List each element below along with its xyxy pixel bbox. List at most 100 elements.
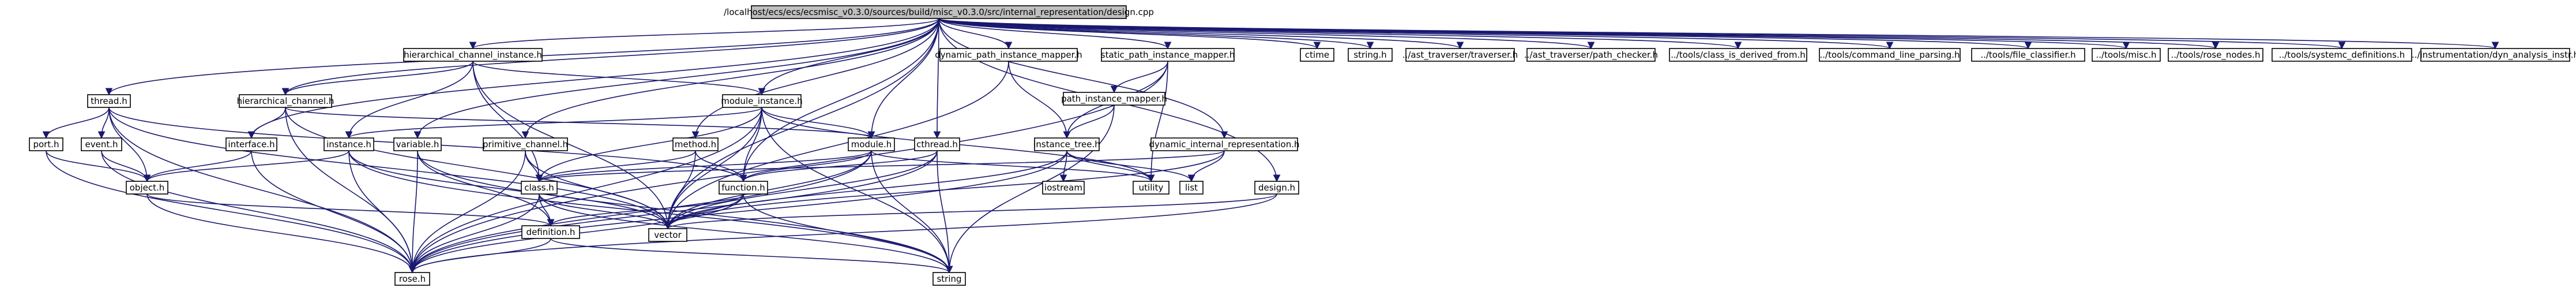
edge-module-h-to-string [871,150,953,274]
edge-hier-chan-inst-h-to-hier-chan-h [281,61,473,96]
node-event-h[interactable]: event.h [81,137,122,151]
nodes-layer: /localhost/ecs/ecs/ecsmisc_v0.3.0/source… [29,5,2576,286]
node-box [126,181,168,195]
node-instance-tree-h[interactable]: instance_tree.h [1033,137,1100,151]
node-thread-h[interactable]: thread.h [87,94,131,108]
node-interface-h[interactable]: interface.h [225,137,277,151]
edge-dyn-internal-rep-h-to-vector [664,150,1225,230]
node-instr-dyn[interactable]: ../instrumentation/dyn_analysis_instr.h [2412,48,2576,62]
edge-module-h-to-function-h [739,150,872,182]
node-variable-h[interactable]: variable.h [393,137,442,151]
node-design-h[interactable]: design.h [1254,181,1299,195]
edge-dyn-internal-rep-h-to-class-h [536,150,1225,182]
edge-static-path-mapper-h-to-rose-h [408,61,1168,274]
node-label: thread.h [91,96,127,106]
node-hier-chan-h[interactable]: hierarchical_channel.h [237,94,334,108]
node-dyn-path-mapper-h[interactable]: dynamic_path_instance_mapper.h [935,48,1082,62]
edge-static-path-mapper-h-to-path-mapper-h [1110,61,1168,94]
node-label: module.h [851,139,892,150]
node-definition-h[interactable]: definition.h [521,225,580,239]
node-label: list [1185,182,1198,193]
node-instance-h[interactable]: instance.h [324,137,374,151]
node-tools-class-derived[interactable]: ../tools/class_is_derived_from.h [1669,48,1807,62]
node-label: instance_tree.h [1033,139,1100,150]
node-box [1034,137,1100,151]
edge-hier-chan-inst-h-to-instance-h [345,61,473,139]
node-static-path-mapper-h[interactable]: static_path_instance_mapper.h [1101,48,1235,62]
edge-root-to-variable-h [413,18,939,139]
node-box [483,137,568,151]
node-tools-misc[interactable]: ../tools/misc.h [2092,48,2161,62]
node-module-inst-h[interactable]: module_instance.h [721,94,803,108]
node-label: ../ast_traverser/path_checker.h [1524,50,1658,61]
edge-dyn-path-mapper-h-to-instance-tree-h [1008,61,1071,139]
node-dyn-internal-rep-h[interactable]: dynamic_internal_representation.h [1149,137,1300,151]
edge-root-to-instr-dyn [938,18,2499,50]
node-ast-path-checker[interactable]: ../ast_traverser/path_checker.h [1524,48,1658,62]
node-box [324,137,374,151]
node-tools-cmdline[interactable]: ../tools/command_line_parsing.h [1819,48,1961,62]
node-ast-traverser[interactable]: ../ast_traverser/traverser.h [1402,48,1518,62]
node-cthread-h[interactable]: cthread.h [914,137,960,151]
node-function-h[interactable]: function.h [719,181,768,195]
node-label: ../ast_traverser/traverser.h [1402,50,1518,61]
node-label: ../tools/rose_nodes.h [2171,50,2261,61]
node-string[interactable]: string [932,272,966,286]
node-list[interactable]: list [1179,181,1204,195]
edge-cthread-h-to-rose-h [408,150,938,274]
node-hier-chan-inst-h[interactable]: hierarchical_channel_instance.h [403,48,543,62]
node-rose-h[interactable]: rose.h [394,272,430,286]
node-vector[interactable]: vector [648,228,687,242]
node-label: vector [654,230,682,240]
node-root[interactable]: /localhost/ecs/ecs/ecsmisc_v0.3.0/source… [724,5,1154,19]
node-module-h[interactable]: module.h [848,137,895,151]
node-label: hierarchical_channel.h [237,96,334,107]
edge-object-h-to-rose-h [146,193,416,274]
node-tools-file-classifier[interactable]: ../tools/file_classifier.h [1971,48,2085,62]
edge-hier-chan-h-to-interface-h [247,107,286,139]
node-string-h[interactable]: string.h [1348,48,1393,62]
edge-function-h-to-definition-h [547,193,744,227]
node-label: string [937,274,961,284]
node-tools-systemc-defs[interactable]: ../tools/systemc_definitions.h [2272,48,2412,62]
node-label: hierarchical_channel_instance.h [404,50,542,61]
node-object-h[interactable]: object.h [126,181,168,195]
node-label: definition.h [527,227,576,237]
node-iostream[interactable]: iostream [1042,181,1085,195]
node-label: path_instance_mapper.h [1061,94,1167,105]
edge-module-inst-h-to-function-h [739,107,762,182]
edge-path-mapper-h-to-string [945,105,1115,274]
edge-module-h-to-utility [871,150,1155,182]
node-port-h[interactable]: port.h [29,137,63,151]
node-label: ../instrumentation/dyn_analysis_instr.h [2412,50,2576,61]
node-box [1254,181,1299,195]
node-box [914,137,960,151]
edge-root-to-hier-chan-inst-h [469,18,939,50]
edge-prim-chan-h-to-rose-h [408,150,526,274]
node-label: ../tools/systemc_definitions.h [2279,50,2405,61]
edge-module-inst-h-to-rose-h [408,107,762,274]
edge-module-inst-h-to-string [761,107,953,274]
node-label: design.h [1258,182,1295,193]
node-label: utility [1139,182,1164,193]
node-label: interface.h [228,139,274,150]
edge-root-to-vector [664,18,939,230]
node-label: rose.h [399,274,426,284]
edge-event-h-to-rose-h [101,150,416,274]
node-class-h[interactable]: class.h [521,181,558,195]
node-ctime[interactable]: ctime [1300,48,1334,62]
node-box [1405,48,1515,62]
node-method-h[interactable]: method.h [672,137,719,151]
node-prim-chan-h[interactable]: primitive_channel.h [483,137,568,151]
edge-root-to-tools-class-derived [938,18,1742,50]
node-box [2272,48,2412,62]
node-tools-rose-nodes[interactable]: ../tools/rose_nodes.h [2168,48,2263,62]
node-label: object.h [130,182,165,193]
edge-cthread-h-to-string [937,150,953,274]
edge-root-to-interface-h [247,18,939,139]
node-label: method.h [675,139,716,150]
node-label: variable.h [396,139,439,150]
node-path-mapper-h[interactable]: path_instance_mapper.h [1061,92,1167,106]
edge-class-h-to-rose-h [408,193,540,274]
node-utility[interactable]: utility [1133,181,1169,195]
